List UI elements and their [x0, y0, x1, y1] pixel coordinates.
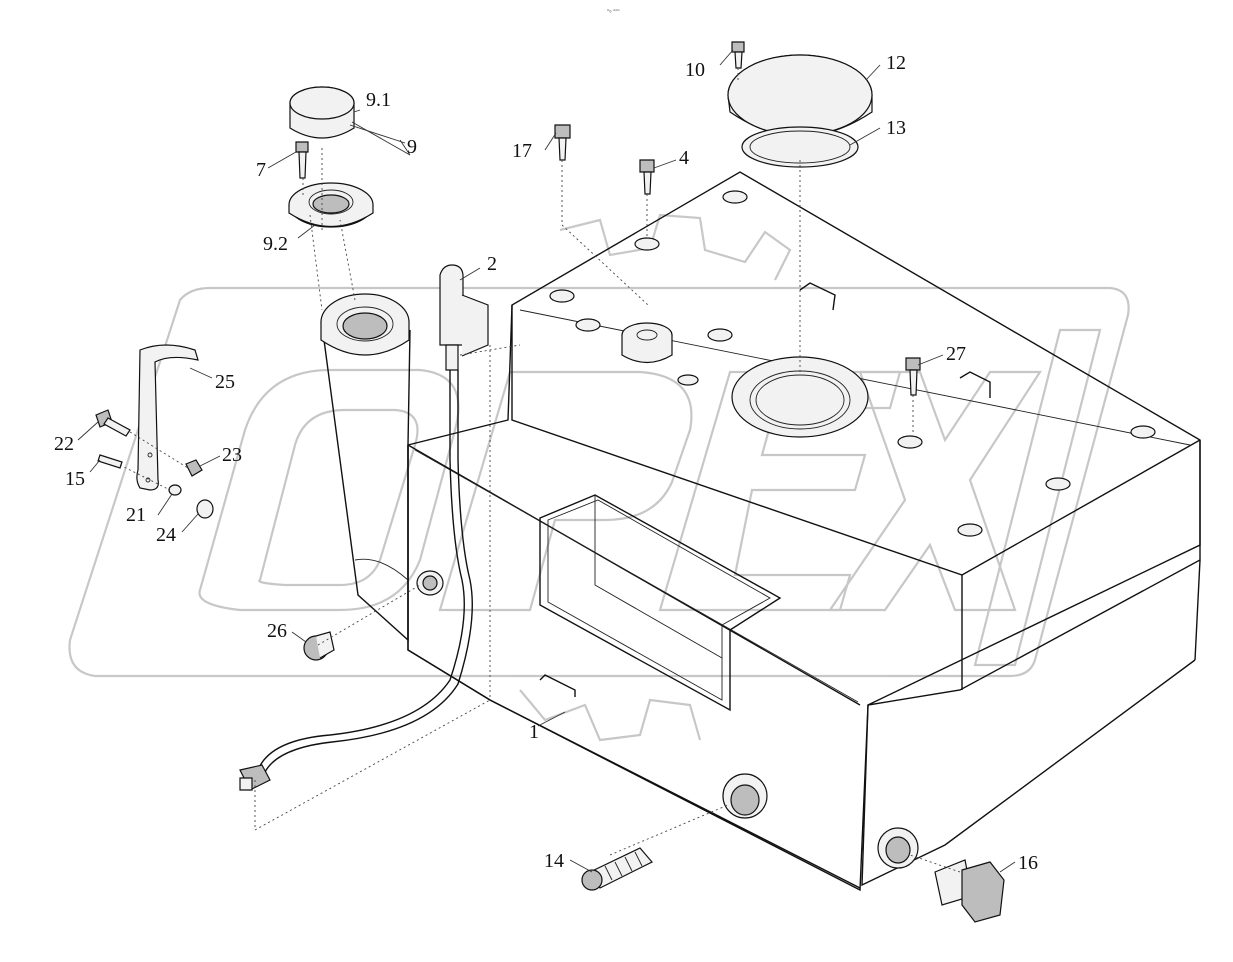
cover-plate-12	[727, 54, 873, 137]
callout-24: 24	[156, 524, 176, 546]
screw-7	[295, 141, 309, 179]
filler-cap	[289, 86, 355, 139]
callout-2: 2	[487, 253, 497, 275]
strainer-port	[722, 773, 768, 819]
washer-21	[168, 484, 182, 496]
callout-26: 26	[267, 620, 287, 642]
callout-15: 15	[65, 468, 85, 490]
callout-10: 10	[685, 59, 705, 81]
callout-9-1: 9.1	[366, 89, 391, 111]
main-access-flange	[731, 356, 869, 438]
fuel-tank-body	[407, 171, 1201, 892]
callout-14: 14	[544, 850, 564, 872]
tank-handle-top-left	[799, 282, 836, 311]
sender-mount-boss	[621, 322, 673, 364]
header-tiny-text: ▫₀ ▫▫▫	[607, 8, 620, 14]
drain-port	[877, 827, 919, 869]
tank-handle-side	[539, 674, 576, 697]
callout-4: 4	[679, 147, 689, 169]
nut-23	[185, 459, 203, 477]
drain-plug-16	[934, 859, 1005, 923]
hose-end-fitting	[239, 764, 271, 791]
filler-neck	[320, 293, 411, 642]
callout-13: 13	[886, 117, 906, 139]
screw-27	[905, 357, 921, 396]
bolt-22	[95, 409, 131, 437]
callout-23: 23	[222, 444, 242, 466]
callout-9-2: 9.2	[263, 233, 288, 255]
callout-27: 27	[946, 343, 966, 365]
leader-lines	[77, 49, 1016, 873]
tank-boss-bosses	[549, 190, 1156, 537]
tank-handle-top-right	[959, 371, 991, 398]
assembly-lines	[119, 68, 961, 873]
screw-10	[731, 41, 745, 69]
callout-17: 17	[512, 140, 532, 162]
screw-4	[639, 159, 655, 195]
fuel-hose	[257, 370, 465, 771]
callout-9: 9	[407, 136, 417, 158]
filler-flange	[288, 182, 374, 228]
screw-17	[554, 124, 571, 161]
strainer-14	[581, 847, 653, 891]
callout-labels: 1 2 4 7 9 9.1 9.2 10 12 13 14 15 16 17 2…	[54, 52, 1038, 874]
callout-21: 21	[126, 504, 146, 526]
callout-16: 16	[1018, 852, 1038, 874]
callout-25: 25	[215, 371, 235, 393]
bolt-15	[97, 454, 123, 469]
washer-24	[196, 499, 214, 519]
plug-26	[303, 631, 335, 661]
mounting-bracket	[136, 344, 199, 491]
callout-7: 7	[256, 159, 266, 181]
callout-1: 1	[529, 721, 539, 743]
callout-22: 22	[54, 433, 74, 455]
callout-12: 12	[886, 52, 906, 74]
brand-watermark	[68, 213, 1130, 742]
side-port	[416, 570, 444, 596]
fuel-level-sensor	[439, 264, 489, 371]
